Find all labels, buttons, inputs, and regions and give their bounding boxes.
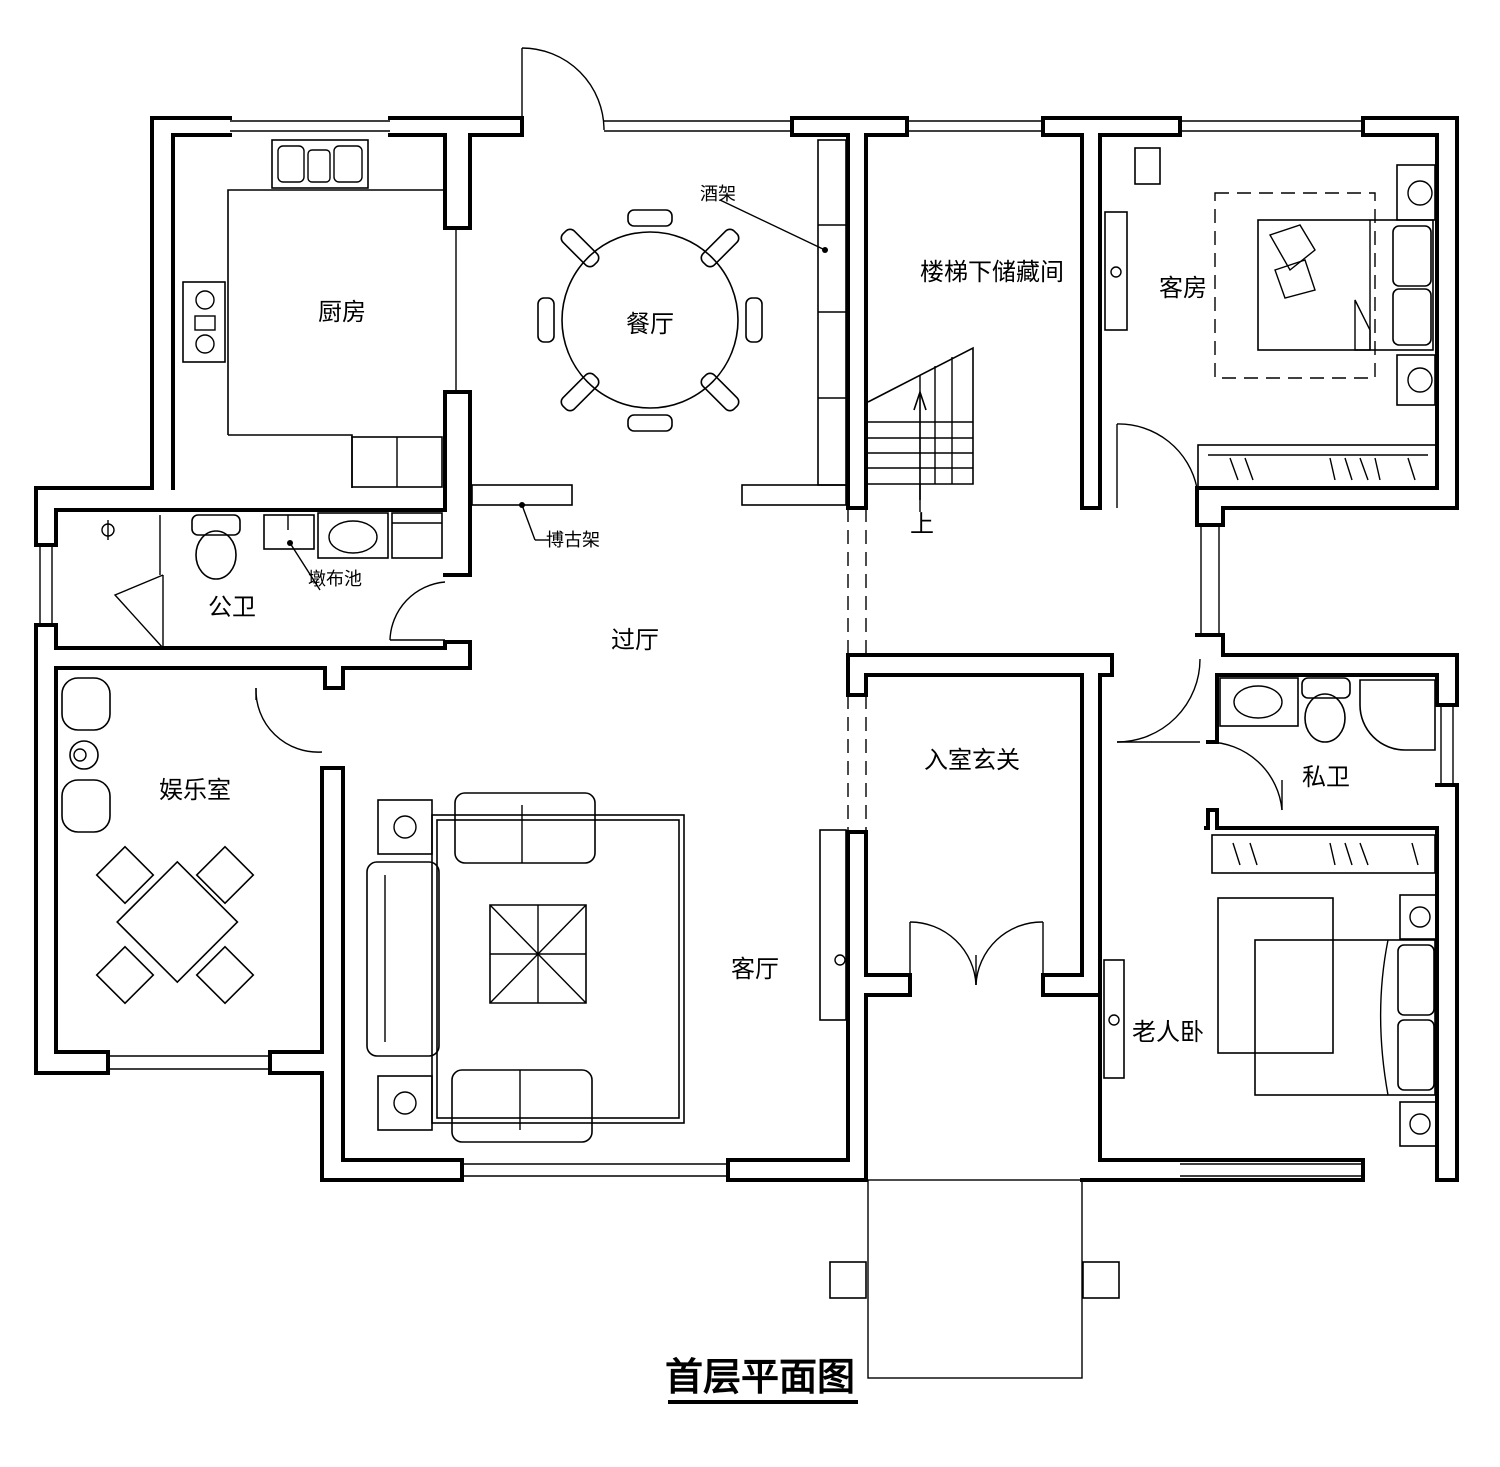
windows [39,120,1454,1177]
porch [829,1179,1120,1379]
room-label-hall: 过厅 [611,626,659,654]
annotation-curio-shelf: 博古架 [546,530,600,551]
doors [113,47,1283,986]
annotation-stair-up: 上 [910,510,934,538]
room-label-entry: 入室玄关 [924,746,1020,774]
living-furniture [366,792,847,1143]
elder-bedroom-furniture [1103,834,1437,1147]
room-label-elder-bedroom: 老人卧 [1132,1018,1204,1046]
stairs [867,346,974,512]
annotation-wine-rack: 酒架 [700,184,736,205]
public-bath-fixtures [101,512,443,591]
kitchen-furniture [182,139,457,488]
guest-room-furniture [1104,147,1437,488]
room-label-guest-room: 客房 [1159,274,1207,302]
room-label-storage: 楼梯下储藏间 [920,258,1064,286]
openings [847,508,867,832]
room-label-public-bath: 公卫 [208,593,256,621]
drawing-title: 首层平面图 [665,1355,855,1399]
room-label-dining: 餐厅 [626,310,674,338]
room-label-kitchen: 厨房 [318,298,366,326]
entertainment-furniture [61,677,255,1005]
annotation-mop-sink: 墩布池 [308,569,362,590]
dining-furniture [471,139,847,506]
exterior-walls [34,116,1459,1182]
room-label-entertainment: 娱乐室 [159,776,231,804]
private-bath-fixtures [1219,677,1436,751]
room-label-private-bath: 私卫 [1302,763,1350,791]
room-label-living: 客厅 [731,955,779,983]
